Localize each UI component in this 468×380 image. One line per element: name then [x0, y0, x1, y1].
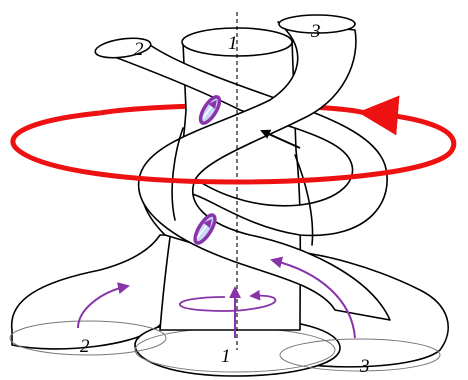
label-top-center: 1 — [228, 33, 238, 54]
label-bottom-left: 2 — [80, 336, 90, 357]
label-bottom-right: 3 — [359, 356, 370, 377]
label-top-left: 2 — [134, 39, 144, 60]
label-bottom-center: 1 — [221, 346, 231, 367]
label-top-right: 3 — [310, 21, 321, 42]
